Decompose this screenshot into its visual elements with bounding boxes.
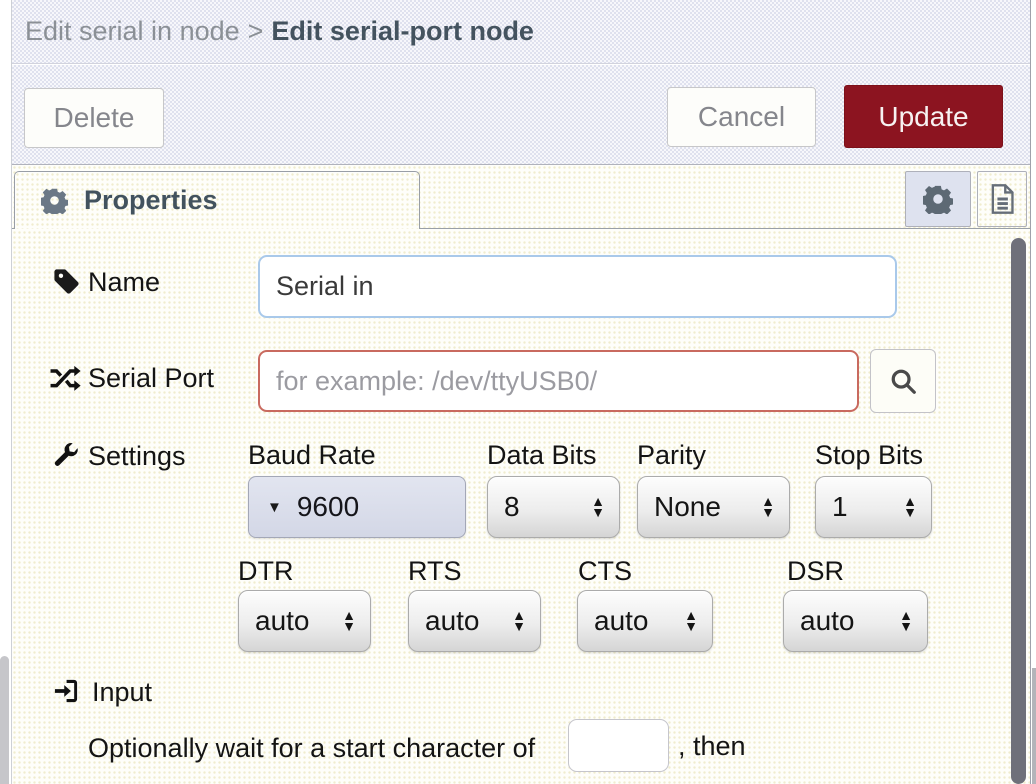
cancel-button[interactable]: Cancel (667, 87, 816, 147)
wrench-icon (52, 441, 80, 469)
breadcrumb-separator: > (247, 16, 264, 46)
start-character-text-before: Optionally wait for a start character of (88, 733, 536, 763)
parity-value: None (654, 491, 721, 522)
dialog-toolbar: Delete Cancel Update (12, 65, 1030, 164)
dtr-header: DTR (238, 556, 294, 586)
tab-row-divider (12, 228, 1030, 229)
baud-rate-value: 9600 (296, 491, 360, 522)
gear-icon (41, 187, 68, 214)
left-scrollbar-thumb[interactable] (0, 656, 9, 784)
baud-rate-header: Baud Rate (248, 440, 376, 470)
data-bits-value: 8 (504, 491, 520, 522)
node-description-tab-button[interactable] (977, 171, 1027, 227)
settings-label: Settings (88, 441, 186, 471)
dialog-scrollbar-thumb[interactable] (1011, 238, 1026, 784)
baud-rate-select[interactable]: ▼ 9600 (248, 476, 466, 538)
stop-bits-header: Stop Bits (815, 440, 924, 470)
breadcrumb-parent[interactable]: Edit serial in node (25, 16, 240, 46)
delete-button[interactable]: Delete (24, 88, 164, 148)
page-title: Edit serial-port node (271, 16, 534, 46)
select-spinner-icon: ▲▼ (591, 493, 605, 520)
name-input[interactable] (258, 255, 897, 318)
update-button[interactable]: Update (844, 85, 1003, 148)
node-properties-tab-button[interactable] (905, 171, 971, 227)
name-label: Name (88, 267, 161, 297)
document-icon (986, 182, 1018, 216)
sign-in-icon (52, 677, 80, 705)
parity-header: Parity (637, 440, 707, 470)
select-spinner-icon: ▲▼ (342, 607, 356, 634)
tab-properties[interactable]: Properties (14, 171, 420, 229)
window-scrollbar-fragment[interactable] (1032, 668, 1036, 784)
rts-header: RTS (408, 556, 462, 586)
select-spinner-icon: ▲▼ (903, 493, 917, 520)
serial-port-label: Serial Port (88, 363, 215, 393)
data-bits-header: Data Bits (487, 440, 597, 470)
dialog-header: Edit serial in node>Edit serial-port nod… (12, 0, 1030, 64)
rts-value: auto (425, 605, 480, 636)
edit-node-dialog: Edit serial in node>Edit serial-port nod… (11, 0, 1031, 784)
select-spinner-icon: ▲▼ (512, 607, 526, 634)
select-spinner-icon: ▲▼ (684, 607, 698, 634)
search-icon (888, 366, 918, 396)
stop-bits-value: 1 (832, 491, 848, 522)
select-spinner-icon: ▲▼ (899, 607, 913, 634)
gear-icon (923, 184, 953, 214)
serial-port-input[interactable] (258, 350, 859, 412)
data-bits-select[interactable]: 8 ▲▼ (487, 476, 620, 538)
tag-icon (52, 267, 81, 296)
cts-select[interactable]: auto ▲▼ (577, 590, 713, 652)
dialog-body: Properties Name (12, 164, 1030, 784)
stop-bits-select[interactable]: 1 ▲▼ (815, 476, 932, 538)
shuffle-icon (48, 363, 81, 393)
caret-down-icon: ▼ (267, 498, 282, 516)
dsr-header: DSR (787, 556, 845, 586)
serial-port-lookup-button[interactable] (870, 349, 936, 413)
cts-value: auto (594, 605, 649, 636)
tab-properties-label: Properties (84, 185, 218, 215)
dsr-select[interactable]: auto ▲▼ (783, 590, 928, 652)
select-spinner-icon: ▲▼ (761, 493, 775, 520)
start-character-input[interactable] (568, 719, 669, 772)
dtr-select[interactable]: auto ▲▼ (238, 590, 371, 652)
rts-select[interactable]: auto ▲▼ (408, 590, 541, 652)
parity-select[interactable]: None ▲▼ (637, 476, 790, 538)
dsr-value: auto (800, 605, 855, 636)
start-character-text-after: , then (678, 731, 746, 761)
input-section-label: Input (92, 677, 153, 707)
cts-header: CTS (578, 556, 632, 586)
dtr-value: auto (255, 605, 310, 636)
